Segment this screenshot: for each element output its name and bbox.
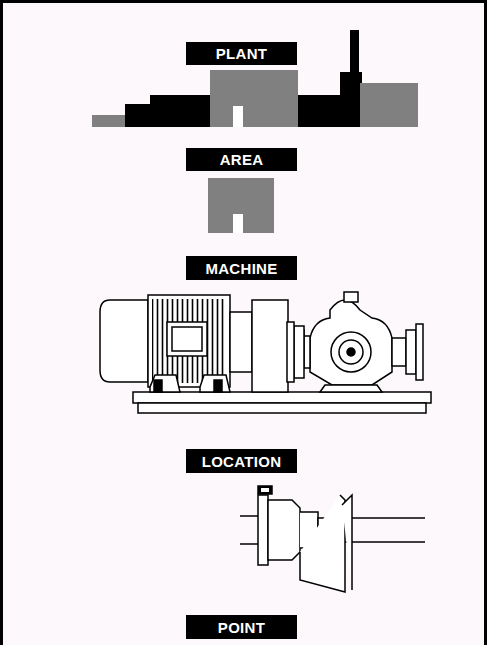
level-banner: POINT bbox=[186, 615, 297, 639]
plant-silhouette bbox=[92, 30, 418, 127]
area-building bbox=[208, 178, 274, 233]
level-label: LOCATION bbox=[202, 453, 282, 470]
level-banner: LOCATION bbox=[186, 449, 297, 473]
level-banner: PLANT bbox=[186, 42, 297, 65]
level-label: MACHINE bbox=[205, 260, 277, 277]
level-label: AREA bbox=[220, 151, 264, 168]
motor-pump-drawing bbox=[100, 292, 431, 413]
bearing-location-drawing bbox=[240, 486, 425, 592]
level-banner: MACHINE bbox=[186, 256, 297, 280]
level-label: POINT bbox=[218, 619, 265, 636]
level-label: PLANT bbox=[216, 45, 268, 62]
level-banner: AREA bbox=[186, 148, 297, 171]
